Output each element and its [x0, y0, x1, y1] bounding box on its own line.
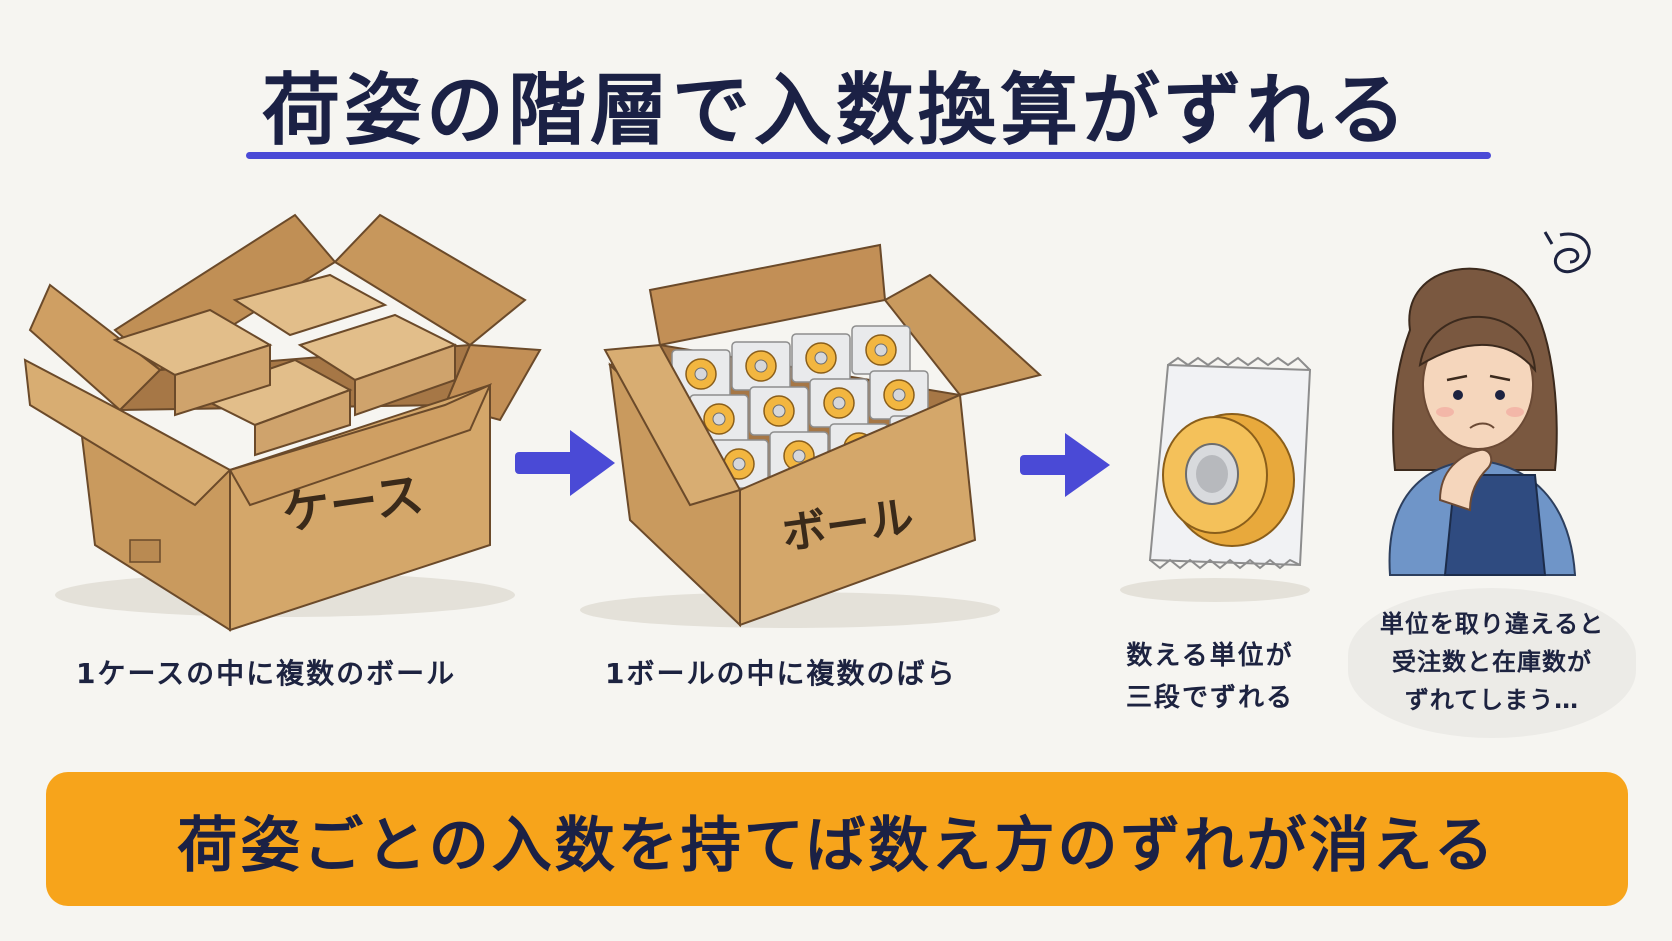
speech-bubble [1348, 588, 1636, 738]
speech-line2: 受注数と在庫数が [1392, 648, 1592, 676]
arrow-icon [515, 430, 615, 496]
conclusion-banner [46, 772, 1628, 906]
ball-box-illustration [580, 243, 1043, 628]
case-box-illustration [23, 213, 542, 632]
speech-text: 単位を取り違えると 受注数と在庫数が ずれてしまう… [1348, 605, 1636, 719]
unit-caption: 数える単位が 三段でずれる [1095, 635, 1325, 719]
speech-line1: 単位を取り違えると [1379, 610, 1605, 638]
speech-line3: ずれてしまう… [1404, 686, 1580, 714]
worried-worker-illustration [1388, 231, 1591, 576]
page-title: 荷姿の階層で入数換算がずれる [261, 66, 1410, 156]
arrow-icon [1020, 433, 1110, 497]
unit-caption-line1: 数える単位が [1126, 641, 1294, 671]
title-underline [246, 152, 1491, 159]
tape-pouch-illustration [1120, 356, 1312, 602]
case-caption: 1ケースの中に複数のボール [76, 657, 457, 690]
conclusion-text: 荷姿ごとの入数を持てば数え方のずれが消える [177, 811, 1497, 881]
unit-caption-line2: 三段でずれる [1125, 683, 1294, 713]
ball-caption: 1ボールの中に複数のばら [605, 657, 957, 690]
